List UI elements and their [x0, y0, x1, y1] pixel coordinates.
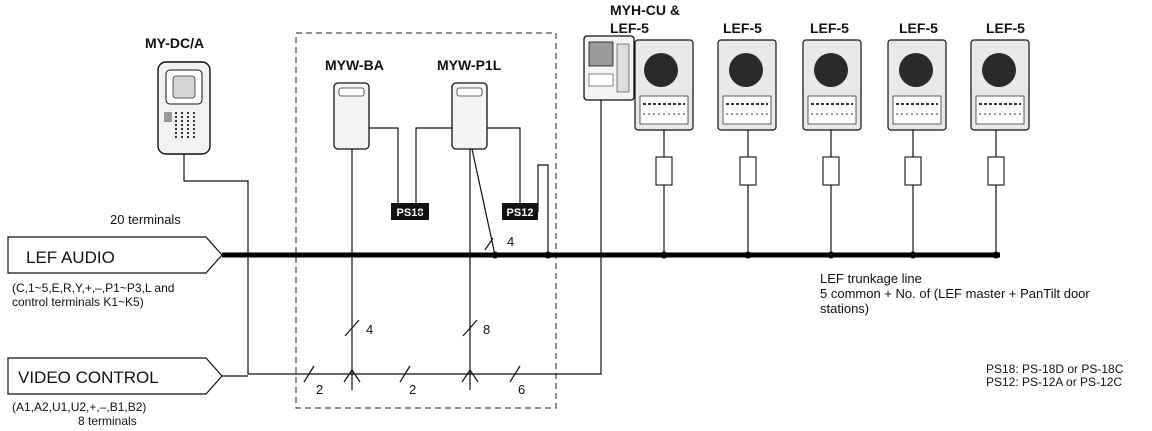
video-control-terminal-count: 8 terminals — [78, 414, 137, 428]
merge-chevron — [461, 368, 479, 383]
video-monitor-icon — [583, 35, 635, 101]
lef5-label-4: LEF-5 — [986, 20, 1025, 36]
lef-audio-terminals-line2: control terminals K1~K5) — [12, 295, 144, 309]
trunkage-line1: LEF trunkage line — [820, 271, 922, 286]
bottom-wire-count-2: 2 — [409, 382, 416, 397]
video-control-block — [7, 357, 223, 395]
tick-mark — [344, 319, 360, 337]
tick-mark — [484, 237, 494, 251]
myw-p1l-label: MYW-P1L — [437, 57, 502, 73]
ps12-to-trunk-wire — [537, 164, 549, 255]
door-station-icon — [157, 61, 211, 155]
video-control-label: VIDEO CONTROL — [18, 368, 159, 387]
merge-chevron — [343, 368, 361, 383]
lef5-label-3: LEF-5 — [899, 20, 938, 36]
adaptor-enclosure — [295, 32, 557, 409]
door-station-label: MY-DC/A — [145, 35, 204, 51]
junction-dot — [827, 251, 835, 259]
junction-box — [822, 156, 840, 186]
ps12-note: PS12: PS-12A or PS-12C — [986, 375, 1122, 389]
lef-audio-terminals-line1: (C,1~5,E,R,Y,+,–,P1~P3,L and — [12, 281, 174, 295]
junction-dot — [744, 251, 752, 259]
lef5-master-icon — [634, 39, 694, 131]
lef5-station-icon — [887, 39, 947, 131]
myw-p1l-audio-wire — [471, 148, 496, 256]
trunkage-line3: stations) — [820, 301, 869, 316]
ps18-label: PS18 — [397, 207, 424, 219]
master-label-line1: MYH-CU & — [610, 2, 680, 18]
audio-p1l-wire-count: 4 — [507, 234, 514, 249]
junction-dot — [992, 251, 1000, 259]
junction-dot — [909, 251, 917, 259]
vc-p1l-wire-count: 8 — [483, 322, 490, 337]
lef5-station-icon — [802, 39, 862, 131]
ps18-to-p1l-wire — [415, 127, 452, 213]
tick-mark — [303, 365, 315, 383]
door-station-wire — [183, 60, 602, 375]
trunkage-line2: 5 common + No. of (LEF master + PanTilt … — [820, 286, 1090, 301]
myw-ba-label: MYW-BA — [325, 57, 384, 73]
video-control-terminals-line1: (A1,A2,U1,U2,+,–,B1,B2) — [12, 400, 146, 414]
vc-ba-wire-count: 4 — [366, 322, 373, 337]
lef-audio-terminal-count: 20 terminals — [110, 212, 181, 227]
ps12-label: PS12 — [507, 207, 534, 219]
lef5-label-1: LEF-5 — [723, 20, 762, 36]
lef-audio-block — [7, 236, 223, 274]
tick-mark — [462, 319, 478, 337]
junction-dot — [491, 251, 499, 259]
lef-audio-label: LEF AUDIO — [26, 248, 115, 267]
myw-p1l-ps-wire — [487, 127, 521, 203]
bottom-wire-count-1: 2 — [316, 382, 323, 397]
junction-box — [739, 156, 757, 186]
myw-ba-ps-wire — [369, 127, 399, 203]
lef5-station-icon — [717, 39, 777, 131]
master-label-line2: LEF-5 — [610, 20, 649, 36]
ps18-box — [391, 203, 429, 220]
ps12-box — [502, 203, 538, 220]
junction-dot — [660, 251, 668, 259]
myw-ba-unit-icon — [333, 82, 370, 150]
junction-box — [987, 156, 1005, 186]
junction-box — [655, 156, 673, 186]
lef5-label-2: LEF-5 — [810, 20, 849, 36]
ps18-note: PS18: PS-18D or PS-18C — [986, 362, 1124, 376]
myw-p1l-unit-icon — [451, 82, 488, 150]
bottom-wire-count-3: 6 — [518, 382, 525, 397]
junction-dot — [544, 251, 552, 259]
junction-box — [904, 156, 922, 186]
tick-mark — [509, 365, 521, 383]
tick-mark — [399, 365, 411, 383]
lef5-station-icon — [970, 39, 1030, 131]
